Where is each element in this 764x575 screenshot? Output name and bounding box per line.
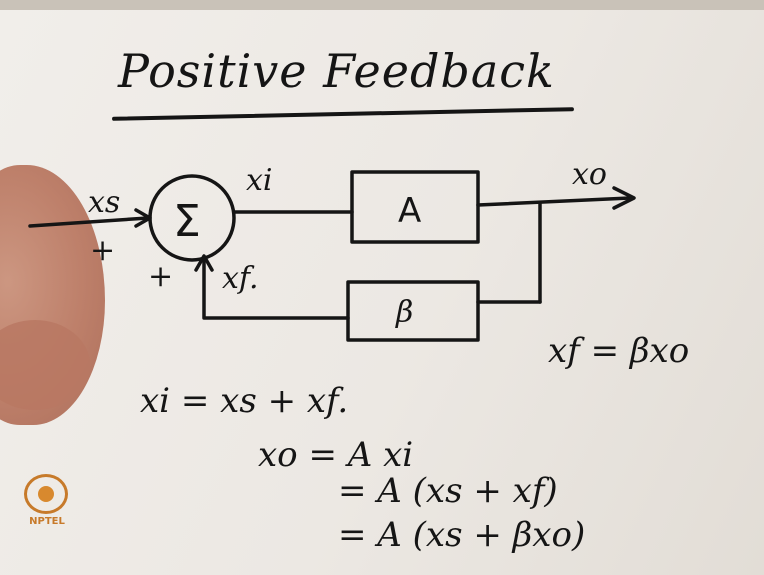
input-plus-sign: + xyxy=(90,233,116,268)
feedback-block-label: β xyxy=(395,295,413,330)
paper-sheet xyxy=(0,10,764,575)
forward-block-A xyxy=(350,170,480,244)
logo-core xyxy=(38,486,54,502)
equation-4: = A (xs + βxo) xyxy=(338,515,586,555)
output-signal-label: xo xyxy=(572,157,607,192)
equation-2: xo = A xi xyxy=(258,435,414,475)
equation-1: xi = xs + xf. xyxy=(140,381,349,421)
input-line xyxy=(28,216,150,228)
summing-junction xyxy=(148,174,236,262)
error-signal-label: xi xyxy=(246,163,273,198)
presenter-finger xyxy=(0,320,90,410)
output-line xyxy=(476,196,632,207)
page-title: Positive Feedback xyxy=(118,44,555,98)
logo-text: NPTEL xyxy=(29,516,65,527)
feedback-signal-label: xf. xyxy=(222,261,259,296)
feedback-plus-sign: + xyxy=(148,259,174,294)
board-top-edge xyxy=(0,0,764,10)
sigma-symbol: Σ xyxy=(173,196,201,247)
nptel-logo: NPTEL xyxy=(18,470,76,530)
equation-3: = A (xs + xf) xyxy=(338,471,558,511)
feedback-path xyxy=(202,256,350,320)
feedback-block-beta xyxy=(346,280,480,342)
feedback-arrowhead xyxy=(194,254,214,272)
forward-block-label: A xyxy=(398,191,421,231)
feedback-relation: xf = βxo xyxy=(548,331,690,371)
output-arrowhead xyxy=(612,186,636,210)
logo-ring xyxy=(24,474,68,514)
input-signal-label: xs xyxy=(88,185,121,220)
